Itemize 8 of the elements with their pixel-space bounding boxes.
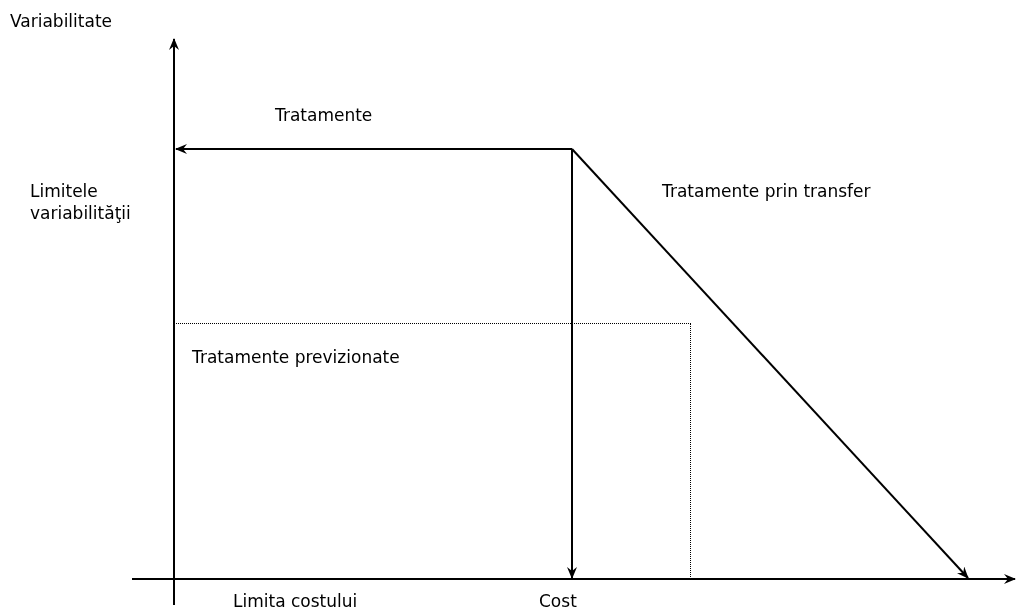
dotted-region [174, 323, 691, 579]
axis-label: Cost [539, 590, 577, 611]
region-label: Tratamente previzionate [192, 346, 400, 368]
arrow-label: Tratamente prin transfer [662, 180, 871, 202]
arrow-label: Tratamente [275, 104, 373, 126]
axis-label: Variabilitate [10, 10, 113, 32]
region-label: Limitele variabilităţii [30, 180, 132, 224]
axis-label: Limita costului [233, 590, 358, 611]
